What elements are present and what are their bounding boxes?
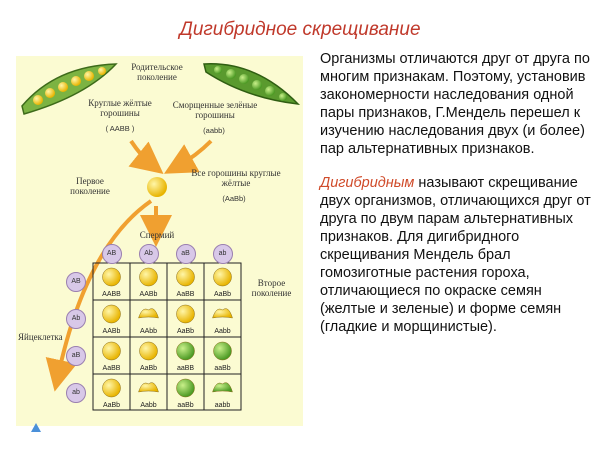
round-green-pea-icon [213,341,232,361]
wrinkled-yellow-pea-icon [138,382,159,393]
round-yellow-pea-icon [102,341,121,361]
wrinkled-yellow-pea-icon [212,308,233,319]
sperm-gamete: Ab [138,244,159,264]
round-yellow-pea-icon [139,341,158,361]
f1-pea-icon [147,177,167,197]
sperm-gamete: AB [101,244,122,264]
grid-cell-genotype: aaBB [177,365,194,372]
egg-label: Яйцеклетка [18,332,63,342]
grid-cell-genotype: AaBb [140,365,157,372]
round-yellow-pea-icon [102,304,121,324]
sperm-label: Спермий [139,230,175,240]
grid-cell-genotype: AABb [103,328,121,335]
parent-right-label: Сморщенные зелёные горошины [172,100,258,120]
egg-gamete: AB [66,271,86,292]
f1-description: Все горошины круглые жёлтые [191,168,281,188]
egg-gamete: ab [66,382,86,403]
round-yellow-pea-icon [139,267,158,287]
round-yellow-pea-icon [176,304,195,324]
paragraph-definition: Дигибридным называют скрещивание двух ор… [320,174,592,336]
egg-gamete: aB [66,345,86,366]
green-pea-pod-icon [203,63,301,105]
grid-cell-genotype: AAbb [140,328,157,335]
grid-cell-genotype: AABB [102,291,121,298]
grid-cell-genotype: AaBb [214,291,231,298]
yellow-pea-pod-icon [21,63,118,115]
grid-cell-genotype: aaBb [177,402,193,409]
wrinkled-yellow-pea-icon [138,308,159,319]
sperm-gamete: aB [175,244,196,264]
explanation-text: Организмы отличаются друг от друга по мн… [320,50,592,352]
nav-up-arrow-icon[interactable] [31,423,41,432]
cross-arrows [45,139,213,392]
round-yellow-pea-icon [102,267,121,287]
f1-genotype: (AaBb) [222,194,246,203]
parent-right-genotype: (aabb) [203,126,225,135]
definition-text: называют скрещивание двух организмов, от… [320,175,591,335]
round-yellow-pea-icon [213,267,232,287]
grid-cell-genotype: aaBb [214,365,230,372]
slide-title: Дигибридное скрещивание [179,18,421,40]
grid-cell-genotype: AaBB [177,291,195,298]
grid-cell-genotype: AABb [140,291,158,298]
f1-label: Первое поколение [70,176,110,196]
round-yellow-pea-icon [102,378,121,398]
egg-gamete: Ab [66,308,86,329]
grid-cell-genotype: AaBB [103,365,121,372]
term-dihybrid: Дигибридным [320,175,415,191]
round-yellow-pea-icon [176,267,195,287]
wrinkled-green-pea-icon [212,382,233,393]
sperm-gamete: ab [212,244,233,264]
parents-label: Родительское поколение [131,62,183,82]
round-green-pea-icon [176,378,195,398]
f2-label: Второе поколение [251,278,292,298]
grid-cell-genotype: Aabb [214,328,230,335]
grid-cell-genotype: aabb [215,402,231,409]
paragraph-intro: Организмы отличаются друг от друга по мн… [320,51,590,157]
parent-left-label: Круглые жёлтые горошины [88,98,152,118]
grid-cell-genotype: AaBb [177,328,194,335]
grid-cell-genotype: AaBb [103,402,120,409]
round-green-pea-icon [176,341,195,361]
grid-cell-genotype: Aabb [140,402,156,409]
parent-left-genotype: ( AABB ) [105,124,135,133]
